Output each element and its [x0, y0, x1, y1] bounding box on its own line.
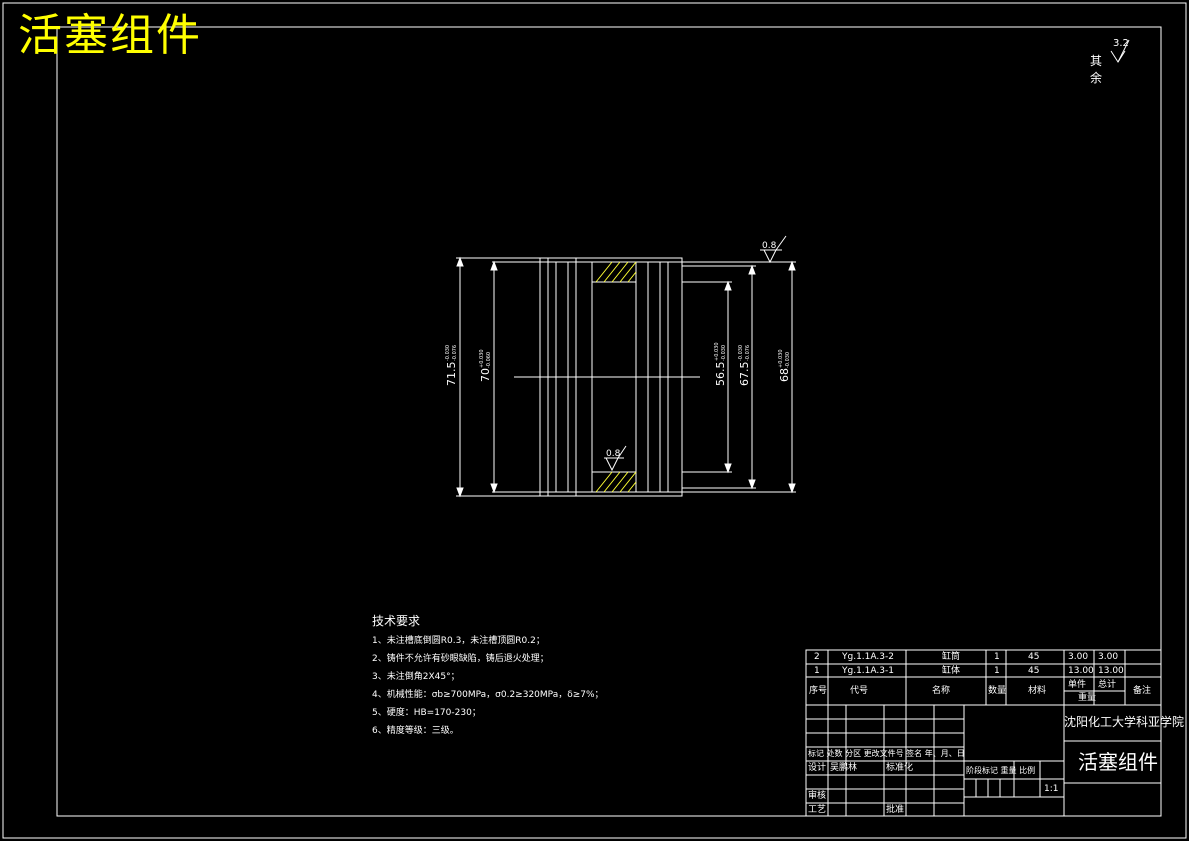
dim-d5-value: 68	[778, 368, 791, 382]
hdr-unit: 单件	[1068, 680, 1087, 690]
row1-name: 缸体	[942, 666, 961, 676]
row2-name: 缸筒	[942, 652, 961, 662]
designer-name: 吴鹏林	[830, 763, 858, 773]
school-name: 沈阳化工大学科亚学院	[1064, 715, 1185, 729]
dim-d5-tol-dn: -0.030	[785, 352, 791, 368]
row1-unit: 13.00	[1068, 666, 1094, 676]
row2-no: 2	[814, 652, 820, 662]
hdr-weight: 重量	[1078, 693, 1097, 703]
std-label: 标准化	[886, 763, 914, 773]
dim-d2-tol-up: +0.030	[479, 349, 485, 368]
hdr-code: 代号	[850, 686, 869, 696]
dim-d4-text: 67.5 -0.030 -0.076	[738, 345, 751, 386]
title-block: 2 Yg.1.1A.3-2 缸筒 1 45 3.00 3.00 1 Yg.1.1…	[806, 650, 1184, 816]
row2-qty: 1	[994, 652, 1000, 662]
dim-d4-tol-up: -0.030	[738, 345, 744, 361]
dim-d1-tol-dn: -0.076	[452, 345, 458, 361]
row1-qty: 1	[994, 666, 1000, 676]
row1-no: 1	[814, 666, 820, 676]
surface-note-label: 其余	[1090, 54, 1103, 85]
tech-requirements: 技术要求 1、未注槽底倒圆R0.3，未注槽顶圆R0.2； 2、铸件不允许有砂眼缺…	[372, 612, 604, 740]
revision-headers: 标记 处数 分区 更改文件号 签名 年、月、日	[808, 749, 965, 758]
hdr-total: 总计	[1098, 680, 1117, 690]
roughness-top-value: 0.8	[762, 241, 777, 251]
hdr-no: 序号	[809, 686, 828, 696]
roughness-bottom-value: 0.8	[606, 449, 621, 459]
hdr-material: 材料	[1028, 686, 1047, 696]
dim-d5-text: 68 +0.030 -0.030	[778, 349, 791, 382]
tech-item: 6、精度等级：三级。	[372, 726, 459, 736]
dim-d2-tol-dn: -0.060	[486, 352, 492, 368]
tech-item: 5、硬度：HB=170-230；	[372, 708, 481, 718]
row2-material: 45	[1028, 652, 1040, 662]
surface-note-value: 3.2	[1113, 38, 1129, 49]
dim-d4-value: 67.5	[738, 362, 751, 387]
dim-d2-text: 70 +0.030 -0.060	[479, 349, 492, 382]
part-name: 活塞组件	[1078, 750, 1158, 774]
dim-d5-tol-up: +0.030	[778, 349, 784, 368]
dim-d1-value: 71.5	[445, 362, 458, 387]
tech-title: 技术要求	[372, 614, 421, 628]
dim-d4-tol-dn: -0.076	[745, 345, 751, 361]
hdr-note: 备注	[1133, 686, 1152, 696]
surface-roughness-symbol	[1110, 39, 1130, 63]
dim-d3-tol-dn: -0.030	[721, 345, 727, 361]
row2-unit: 3.00	[1068, 652, 1089, 662]
row2-code: Yg.1.1A.3-2	[842, 652, 894, 662]
row2-total: 3.00	[1098, 652, 1119, 662]
section-hatching	[595, 261, 637, 493]
dim-d1-tol-up: -0.030	[445, 345, 451, 361]
tech-item: 4、机械性能：σb≥700MPa，σ0.2≥320MPa，δ≥7%；	[372, 690, 604, 700]
row1-code: Yg.1.1A.3-1	[842, 666, 894, 676]
row1-total: 13.00	[1098, 666, 1124, 676]
inner-border	[56, 26, 1162, 817]
process-label: 工艺	[808, 805, 827, 815]
row1-material: 45	[1028, 666, 1040, 676]
sheet-title: 活塞组件	[18, 10, 202, 61]
dim-d3-tol-up: +0.030	[714, 342, 720, 361]
dim-d3-text: 56.5 +0.030 -0.030	[714, 342, 727, 386]
stage-headers: 阶段标记 重量 比例	[966, 766, 1036, 775]
hdr-name: 名称	[932, 686, 951, 696]
title-block-grid	[805, 649, 1162, 817]
approve-label: 批准	[886, 805, 905, 815]
review-label: 审核	[808, 791, 827, 801]
dim-d3-value: 56.5	[714, 362, 727, 387]
tech-item: 3、未注倒角2X45°；	[372, 672, 460, 682]
tech-item: 1、未注槽底倒圆R0.3，未注槽顶圆R0.2；	[372, 636, 545, 646]
roughness-symbol-bottom	[604, 445, 627, 472]
roughness-symbol-top	[760, 235, 787, 264]
dim-d2-value: 70	[479, 368, 492, 382]
hdr-qty: 数量	[988, 686, 1007, 696]
design-label: 设计	[808, 763, 827, 773]
scale-value: 1:1	[1044, 784, 1059, 794]
dimension-lines	[456, 256, 796, 498]
tech-item: 2、铸件不允许有砂眼缺陷，铸后退火处理；	[372, 654, 549, 664]
dim-d1-text: 71.5 -0.030 -0.076	[445, 345, 458, 386]
